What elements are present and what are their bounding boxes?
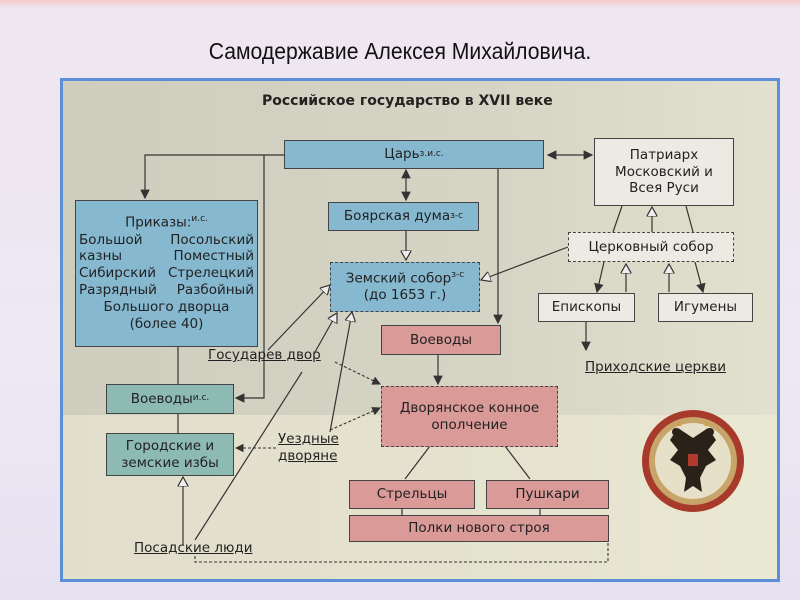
- prikaz-item: Разрядный: [79, 282, 157, 299]
- patriarch-line: Московский и: [615, 163, 713, 180]
- district-nobles-line: Уездные: [278, 431, 339, 447]
- voevody-local-label: Воеводы: [130, 390, 193, 407]
- prikaz-item: Большого дворца: [103, 299, 230, 316]
- prikaz-item: Посольский: [170, 231, 254, 248]
- prikazy-box: Приказы:и.с. Большой Посольский казны Поме…: [75, 200, 258, 347]
- patriarch-line: Патриарх: [629, 146, 699, 163]
- prikaz-item: Стрелецкий: [168, 265, 254, 282]
- prikaz-item: Сибирский: [79, 265, 156, 282]
- streltsy-box: Стрельцы: [349, 480, 475, 509]
- prikaz-item: Разбойный: [176, 282, 254, 299]
- boyar-duma-sup: з-с: [450, 210, 464, 221]
- prikaz-item: Поместный: [173, 248, 254, 265]
- abbots-box: Игумены: [658, 293, 753, 322]
- tsar-label: Царь: [384, 146, 420, 163]
- zemsky-sobor-box: Земский соборз-с (до 1653 г.): [330, 262, 480, 312]
- voevody-military-box: Воеводы: [381, 325, 501, 355]
- patriarch-line: Всея Руси: [629, 180, 699, 197]
- zemsky-sobor-period: (до 1653 г.): [363, 287, 447, 304]
- diagram-title: Российское государство в XVII веке: [262, 93, 553, 109]
- parish-churches-label: Приходские церкви: [585, 359, 726, 375]
- voevody-local-sup: и.с.: [192, 393, 210, 404]
- prikazy-label: Приказы:: [125, 214, 192, 231]
- prikaz-item: казны: [79, 248, 123, 265]
- district-nobles-label: Уездные дворяне: [278, 431, 339, 465]
- zemsky-sobor-label: Земский собор: [345, 270, 452, 287]
- town-huts-box: Городские и земские избы: [106, 433, 234, 476]
- district-nobles-line: дворяне: [278, 447, 338, 464]
- tsar-sup: з.и.с.: [419, 148, 444, 159]
- sovereign-court-label: Государев двор: [208, 347, 321, 363]
- bishops-box: Епископы: [538, 293, 635, 322]
- church-council-box: Церковный собор: [568, 232, 734, 262]
- prikazy-sup: и.с.: [191, 214, 208, 225]
- zemsky-sobor-sup: з-с: [451, 269, 465, 280]
- townspeople-label: Посадские люди: [134, 540, 253, 556]
- town-huts-line: земские избы: [121, 454, 219, 471]
- noble-cavalry-box: Дворянское конное ополчение: [381, 386, 558, 447]
- new-regiments-box: Полки нового строя: [349, 515, 609, 542]
- prikaz-item: Большой: [79, 231, 143, 248]
- boyar-duma-label: Боярская дума: [343, 208, 451, 225]
- slide-title: Самодержавие Алексея Михайловича.: [208, 38, 592, 64]
- noble-cavalry-line: Дворянское конное: [399, 399, 540, 416]
- prikazy-count: (более 40): [129, 315, 204, 332]
- pushkari-box: Пушкари: [486, 480, 609, 509]
- double-headed-eagle-emblem: [642, 410, 744, 512]
- patriarch-box: Патриарх Московский и Всея Руси: [594, 138, 734, 206]
- noble-cavalry-line: ополчение: [431, 416, 508, 433]
- town-huts-line: Городские и: [125, 437, 215, 454]
